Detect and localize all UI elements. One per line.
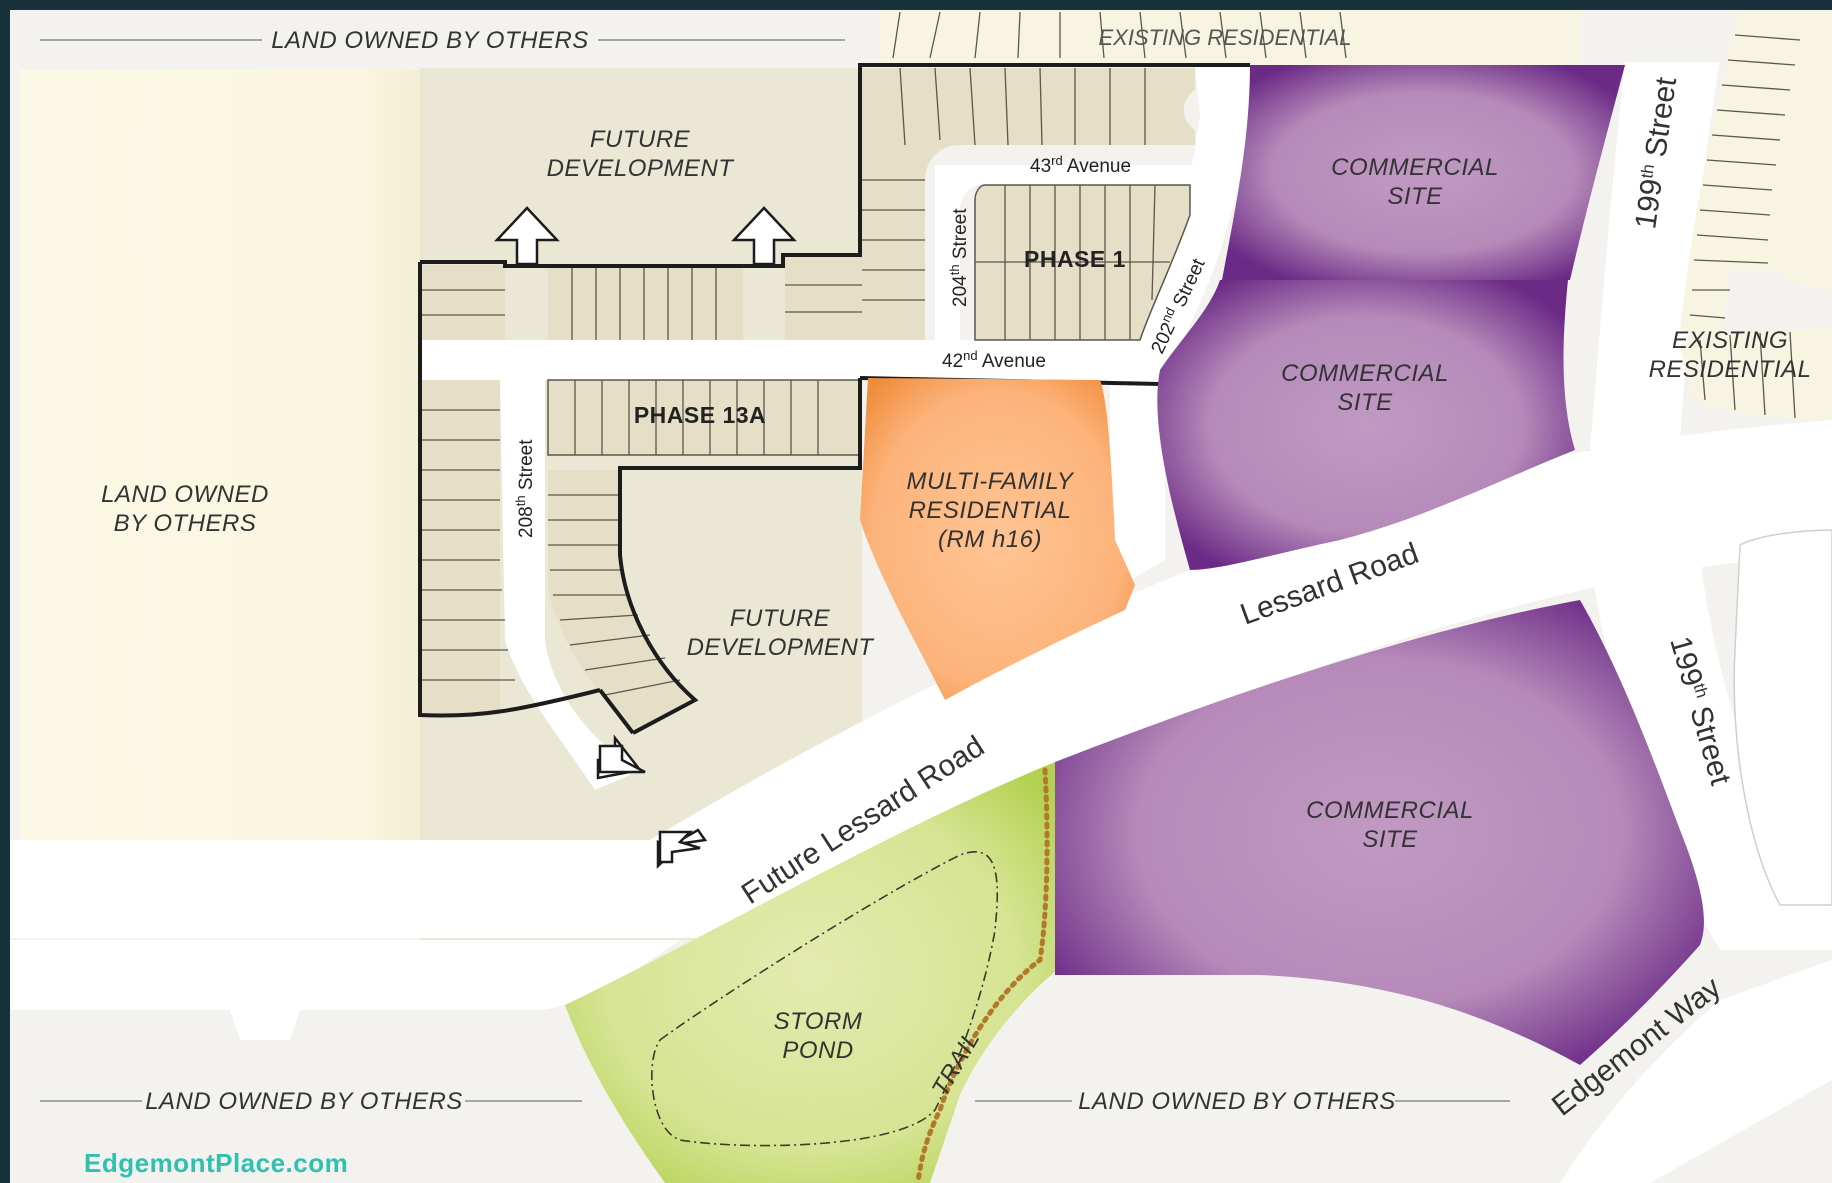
commercial-3-label-a: COMMERCIAL: [1306, 797, 1474, 824]
land-owned-left-label-2: BY OTHERS: [114, 510, 257, 537]
lots-north-block: [862, 68, 1195, 340]
boundary-rules: [40, 39, 1510, 1102]
avenue-42-label: 42nd Avenue: [942, 348, 1046, 372]
future-dev-mid-label-2: DEVELOPMENT: [687, 634, 876, 661]
lots-nw-small: [420, 265, 505, 340]
map-canvas: LAND OWNED BY OTHERS EXISTING RESIDENTIA…: [10, 10, 1832, 1183]
lots-n-middle: [548, 265, 743, 340]
avenue-43-label: 43rd Avenue: [1030, 153, 1131, 177]
lots-curved-lines: [548, 494, 681, 696]
land-owned-bottom-left-label: LAND OWNED BY OTHERS: [145, 1088, 463, 1115]
commercial-3-label-b: SITE: [1362, 826, 1418, 853]
commercial-1-label-a: COMMERCIAL: [1331, 154, 1499, 181]
storm-pond-label-1: STORM: [774, 1008, 863, 1035]
existing-residential-right-lines: [1689, 34, 1801, 319]
land-owned-top-label: LAND OWNED BY OTHERS: [271, 27, 589, 54]
arrow-to-lessard: [658, 830, 701, 864]
storm-pond-label-2: POND: [782, 1037, 853, 1064]
commercial-site-2: [1157, 280, 1575, 570]
storm-pond-area: [565, 762, 1055, 1183]
street-204-label: 204th Street: [947, 208, 971, 307]
lots-north-42-lines: [420, 265, 862, 340]
existing-residential-right-lower-lines: [1699, 331, 1796, 419]
commercial-site-3: [1055, 600, 1704, 1065]
phase-13a-label: PHASE 13A: [634, 402, 766, 428]
existing-residential-top-lots: [892, 11, 1347, 59]
existing-residential-top-area: [880, 10, 1580, 65]
site-plan-map: LAND OWNED BY OTHERS EXISTING RESIDENTIA…: [10, 10, 1832, 1183]
trail-path: [915, 767, 1050, 1183]
commercial-1-label-b: SITE: [1387, 183, 1443, 210]
street-208-label: 208th Street: [513, 439, 537, 538]
phase-13a-lot-lines: [574, 380, 819, 455]
future-dev-top-label-2: DEVELOPMENT: [547, 155, 736, 182]
multi-family-residential-site: [860, 378, 1135, 700]
future-development-area: [420, 68, 862, 940]
lots-west-208-lines: [420, 409, 515, 681]
phase-1-label: PHASE 1: [1024, 246, 1126, 272]
existing-residential-right-label-1: EXISTING: [1672, 327, 1788, 354]
lots-curved-208-east: [548, 470, 690, 730]
arrow-208-south: [598, 744, 646, 774]
existing-residential-right-label-2: RESIDENTIAL: [1649, 356, 1812, 383]
road-network: [10, 62, 1832, 1183]
lot-east-199: [1733, 529, 1832, 906]
commercial-2-label-a: COMMERCIAL: [1281, 360, 1449, 387]
land-owned-left-area: [20, 70, 420, 938]
lots-ne-small: [785, 255, 862, 340]
existing-residential-top-label: EXISTING RESIDENTIAL: [1098, 25, 1351, 50]
future-dev-top-label-1: FUTURE: [590, 126, 691, 153]
phase-13a-block: [547, 379, 861, 456]
commercial-2-label-b: SITE: [1337, 389, 1393, 416]
lots-north-lines: [862, 67, 1146, 301]
land-owned-bottom-right-label: LAND OWNED BY OTHERS: [1078, 1088, 1396, 1115]
website-link[interactable]: EdgemontPlace.com: [84, 1148, 349, 1178]
pond-outline: [651, 851, 999, 1147]
existing-residential-right-lots: [1680, 12, 1832, 340]
multi-family-label-3: (RM h16): [938, 526, 1042, 553]
phase-1-lot-lines: [975, 184, 1170, 340]
future-dev-mid-label-1: FUTURE: [730, 605, 831, 632]
lots-west-208: [420, 380, 500, 715]
land-owned-left-label-1: LAND OWNED: [101, 481, 269, 508]
multi-family-label-2: RESIDENTIAL: [909, 497, 1072, 524]
phase-boundaries: [418, 63, 1250, 735]
multi-family-label-1: MULTI-FAMILY: [907, 468, 1075, 495]
commercial-site-1: [1222, 65, 1625, 280]
